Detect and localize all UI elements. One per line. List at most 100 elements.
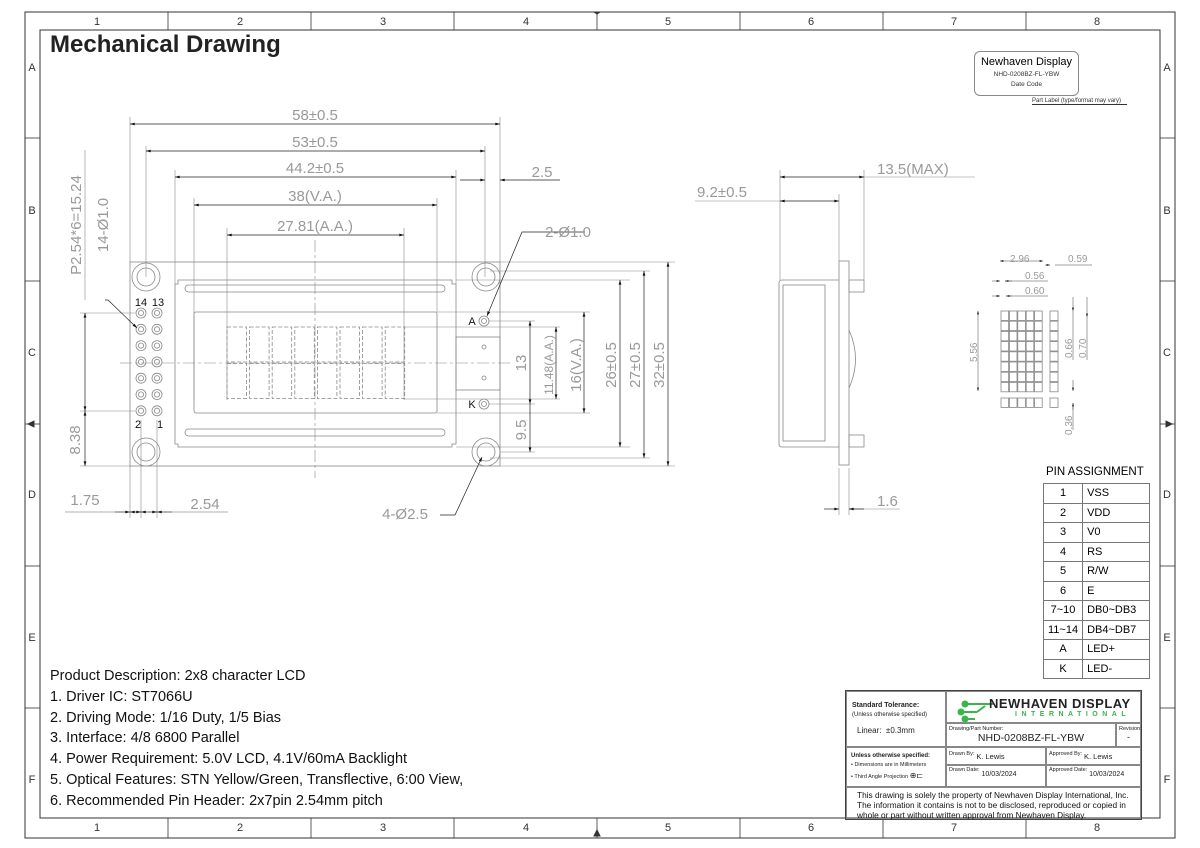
pin-label-13: 13 xyxy=(152,297,164,309)
next-char-dot xyxy=(1049,361,1059,372)
dot xyxy=(1000,381,1009,393)
pin-hole xyxy=(151,307,163,319)
pin-signal: E xyxy=(1082,580,1151,601)
dim-aa-height: 11.48(A.A.) xyxy=(542,335,556,395)
dot xyxy=(1025,371,1035,383)
next-char-dot xyxy=(1049,371,1059,383)
unless-cell: Unless otherwise specified: • Dimensions… xyxy=(846,747,946,787)
pin-signal: VSS xyxy=(1082,483,1151,504)
led-pad-k xyxy=(478,398,490,410)
grid-row: D xyxy=(1163,489,1171,501)
character-cell xyxy=(226,326,247,363)
part-label-example: Newhaven Display NHD-0208BZ-FL-YBW Date … xyxy=(974,51,1079,96)
character-cell xyxy=(339,363,360,399)
description-line: 6. Recommended Pin Header: 2x7pin 2.54mm… xyxy=(50,792,383,809)
dot xyxy=(1034,381,1043,393)
dim-dot-width: 0.56 xyxy=(1025,271,1045,282)
revision-label: Revision: xyxy=(1119,726,1142,732)
drawn-by: K. Lewis xyxy=(976,752,1005,761)
pin-number: 7~10 xyxy=(1042,600,1084,621)
ownership-notice: This drawing is solely the property of N… xyxy=(846,787,1141,820)
cursor-dot xyxy=(1017,397,1026,408)
pin-signal: V0 xyxy=(1082,522,1151,543)
part-number: NHD-0208BZ-FL-YBW xyxy=(977,732,1085,744)
character-cell xyxy=(226,363,247,399)
dot xyxy=(1025,330,1035,342)
next-char-dot xyxy=(1049,330,1059,342)
mount-hole xyxy=(471,262,501,292)
tolerance-cell: Standard Tolerance: (Unless otherwise sp… xyxy=(846,691,946,747)
character-cell xyxy=(294,363,315,399)
grid-row: E xyxy=(1163,632,1170,644)
drawn-by-label: Drawn By: xyxy=(949,751,975,757)
pin-number: 3 xyxy=(1042,522,1084,543)
grid-col: 6 xyxy=(808,16,814,28)
dot xyxy=(1000,341,1009,352)
drawn-date-label: Drawn Date: xyxy=(949,767,980,773)
dim-1-75: 1.75 xyxy=(70,492,99,509)
dim-dot-pitch: 0.60 xyxy=(1025,286,1045,297)
dot xyxy=(1009,310,1018,321)
pin-signal: DB4~DB7 xyxy=(1082,619,1151,640)
pin-signal: RS xyxy=(1082,541,1151,562)
dim-pins-dia: 14-Ø1.0 xyxy=(95,198,112,252)
dim-13: 13 xyxy=(513,355,530,372)
side-view xyxy=(695,170,975,515)
dim-depth: 9.2±0.5 xyxy=(697,184,747,201)
tolerance-label: Standard Tolerance: xyxy=(852,702,920,709)
dim-va-height: 16(V.A.) xyxy=(568,338,585,392)
dot xyxy=(1025,320,1035,332)
description-line: 2. Driving Mode: 1/16 Duty, 1/5 Bias xyxy=(50,709,282,726)
dim-2-54: 2.54 xyxy=(190,496,219,513)
dot xyxy=(1017,330,1026,342)
character-cell xyxy=(362,326,383,363)
dim-cursor-gap: 0.36 xyxy=(1064,415,1075,435)
pin-signal: DB0~DB3 xyxy=(1082,600,1151,621)
grid-col: 4 xyxy=(523,822,529,834)
description-line: 5. Optical Features: STN Yellow/Green, T… xyxy=(50,771,464,788)
dot xyxy=(1000,320,1009,332)
dot xyxy=(1000,330,1009,342)
dim-width-53: 53±0.5 xyxy=(292,134,338,151)
linear-label: Linear: xyxy=(857,726,882,735)
third-angle-projection-icon: ⊕⊏ xyxy=(909,771,924,780)
grid-row: C xyxy=(1163,347,1171,359)
dim-va-width: 38(V.A.) xyxy=(288,188,342,205)
dot xyxy=(1017,361,1026,372)
next-char-dot xyxy=(1049,381,1059,393)
dot xyxy=(1009,351,1018,362)
grid-col: 3 xyxy=(380,16,386,28)
cursor-dot xyxy=(1009,397,1018,408)
dim-2-5: 2.5 xyxy=(532,164,553,181)
character-cell xyxy=(271,326,293,363)
dot xyxy=(1025,361,1035,372)
grid-row: F xyxy=(1164,774,1171,786)
grid-col: 3 xyxy=(380,822,386,834)
pin-assignment-header: PIN ASSIGNMENT xyxy=(1046,466,1144,478)
logo-circuit-icon xyxy=(957,700,993,722)
character-detail-dims xyxy=(977,260,1092,430)
dim-8-38: 8.38 xyxy=(67,425,84,454)
next-char-dot xyxy=(1049,351,1059,362)
part-label-note: Part Label (type/format may vary) xyxy=(1032,98,1128,105)
grid-col: 5 xyxy=(665,16,671,28)
dot xyxy=(1034,361,1043,372)
grid-col: 2 xyxy=(237,822,243,834)
description-line: Product Description: 2x8 character LCD xyxy=(50,668,306,684)
character-cell xyxy=(249,326,270,363)
approved-date: 10/03/2024 xyxy=(1089,771,1125,778)
logo-text: NEWHAVEN DISPLAY xyxy=(989,696,1131,711)
pin-hole xyxy=(151,405,163,417)
dim-holes-big: 4-Ø2.5 xyxy=(382,506,428,523)
part-number-cell: Drawing/Part Number: NHD-0208BZ-FL-YBW xyxy=(946,723,1116,747)
part-label-brand: Newhaven Display xyxy=(980,56,1073,68)
pin-hole xyxy=(135,405,147,417)
description-line: 4. Power Requirement: 5.0V LCD, 4.1V/60m… xyxy=(50,751,408,768)
drawing-frame xyxy=(24,11,1176,839)
dot xyxy=(1034,320,1043,332)
